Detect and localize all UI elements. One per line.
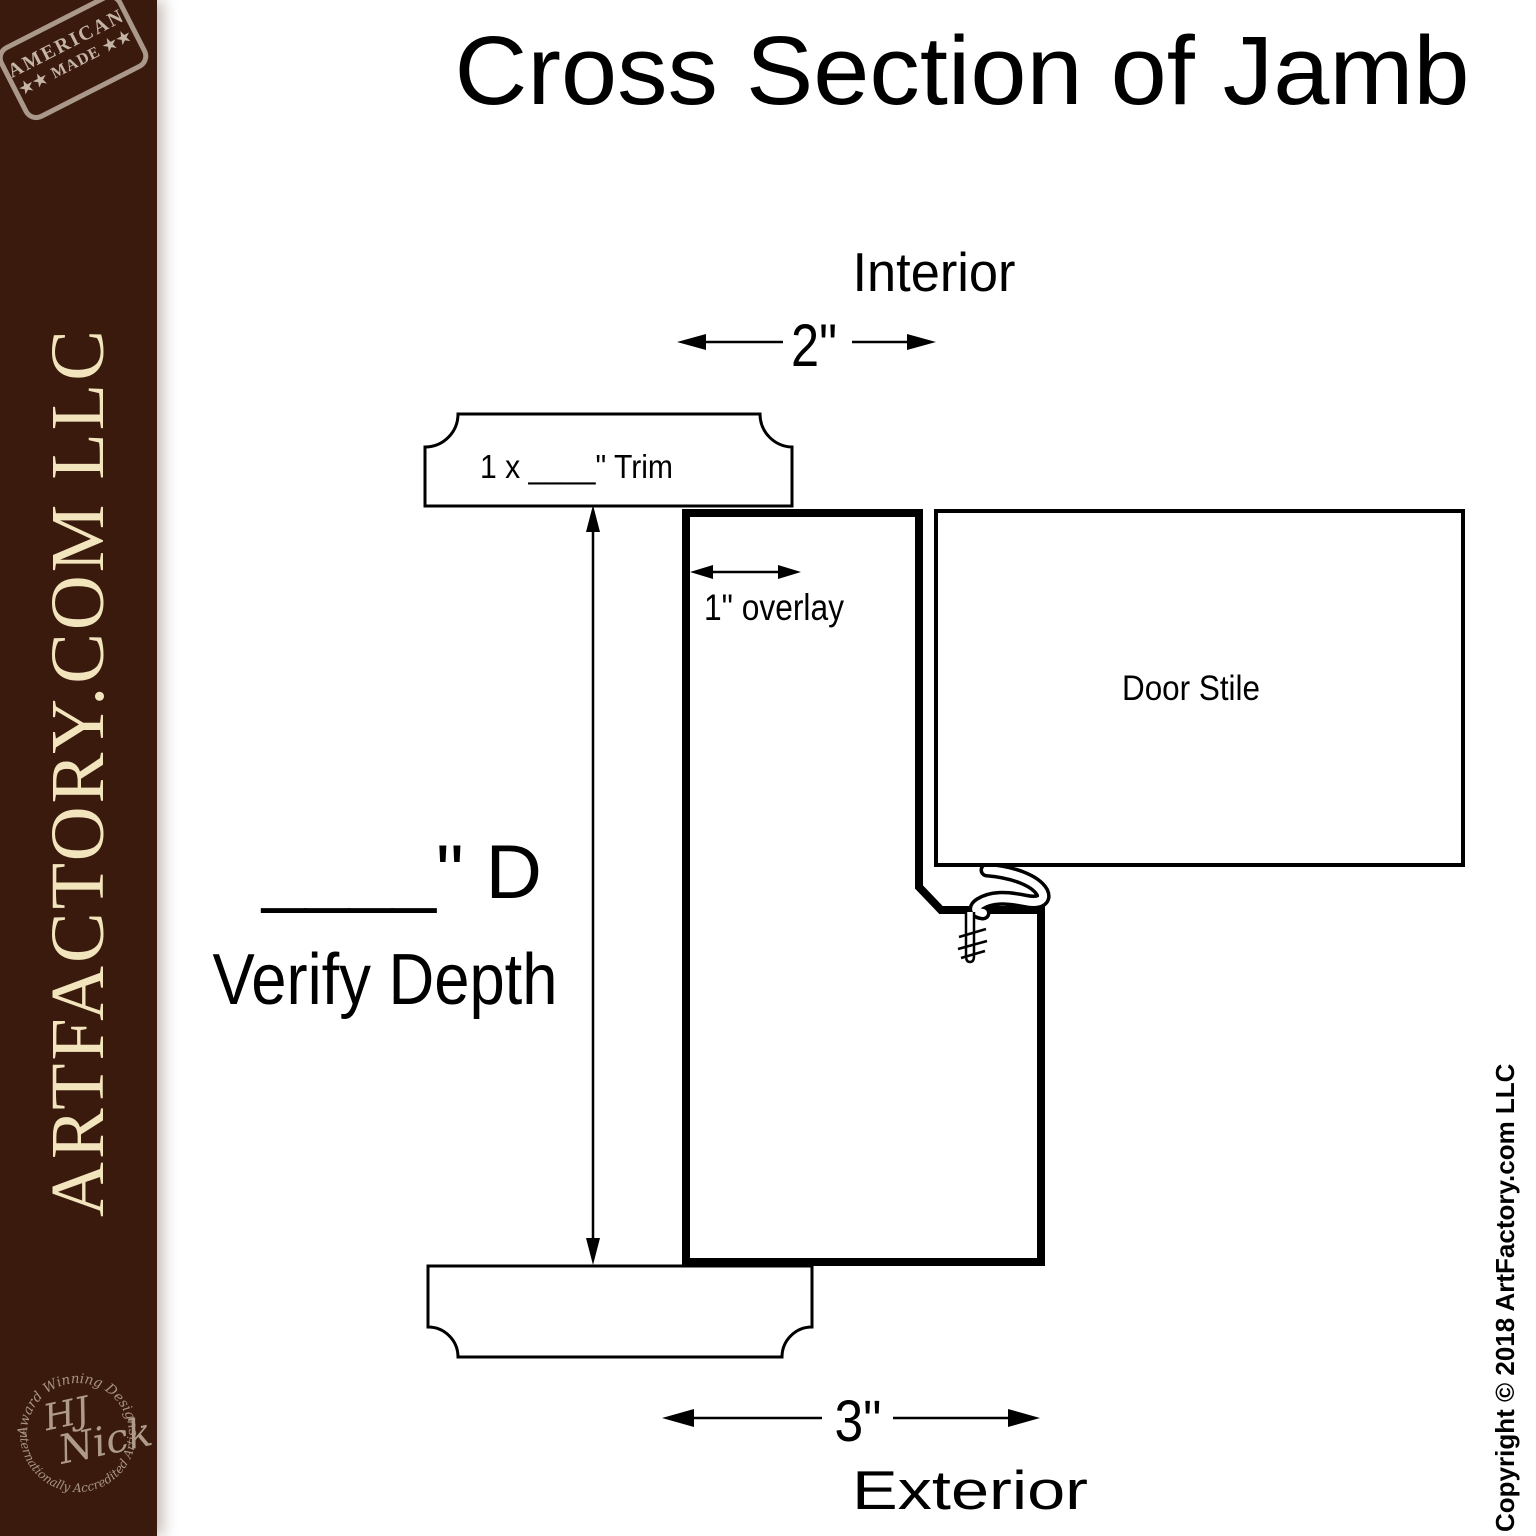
dimension-2-inch: 2" xyxy=(677,312,936,379)
brand-wordmark: ARTFACTORY.COM LLC xyxy=(36,327,120,1217)
arrowhead-up-icon xyxy=(586,505,600,532)
interior-label: Interior xyxy=(853,241,1016,303)
arrowhead-down-icon xyxy=(586,1238,600,1265)
artist-signature: HJ Nick xyxy=(39,1389,156,1474)
door-stile-label: Door Stile xyxy=(1122,669,1260,708)
arrowhead-left-icon xyxy=(662,1409,694,1427)
dimension-depth xyxy=(586,505,600,1265)
dim-2-label: 2" xyxy=(791,312,837,379)
arrowhead-left-icon xyxy=(690,565,713,579)
arrowhead-right-icon xyxy=(1008,1409,1040,1427)
arrowhead-right-icon xyxy=(778,565,801,579)
dimension-overlay: 1" overlay xyxy=(690,565,844,628)
signature-line1: HJ xyxy=(39,1389,96,1439)
depth-blank-label: ____" D xyxy=(260,830,542,915)
arrowhead-right-icon xyxy=(907,334,936,350)
weatherstrip-fin xyxy=(964,912,976,964)
door-stile-box xyxy=(934,509,1465,867)
top-trim-profile xyxy=(423,412,794,508)
brand-sidebar: AMERICAN ★★ MADE ★★ ARTFACTORY.COM LLC A… xyxy=(0,0,157,1536)
verify-depth-label: Verify Depth xyxy=(213,940,558,1020)
american-made-stamp: AMERICAN ★★ MADE ★★ xyxy=(0,0,154,125)
jamb-body xyxy=(682,509,1045,1266)
trim-label: 1 x ____" Trim xyxy=(480,448,673,485)
artist-seal: Award Winning Designs Internationally Ac… xyxy=(0,1350,156,1495)
dimension-3-inch: 3" xyxy=(662,1389,1040,1454)
page-title: Cross Section of Jamb xyxy=(455,16,1470,125)
overlay-label: 1" overlay xyxy=(704,587,844,628)
copyright-text: Copyright © 2018 ArtFactory.com LLC xyxy=(1490,1063,1520,1532)
exterior-label: Exterior xyxy=(852,1459,1088,1521)
bottom-trim-profile xyxy=(426,1264,814,1359)
arrowhead-left-icon xyxy=(677,334,706,350)
weatherstrip xyxy=(957,862,1051,964)
dim-3-label: 3" xyxy=(835,1389,882,1454)
